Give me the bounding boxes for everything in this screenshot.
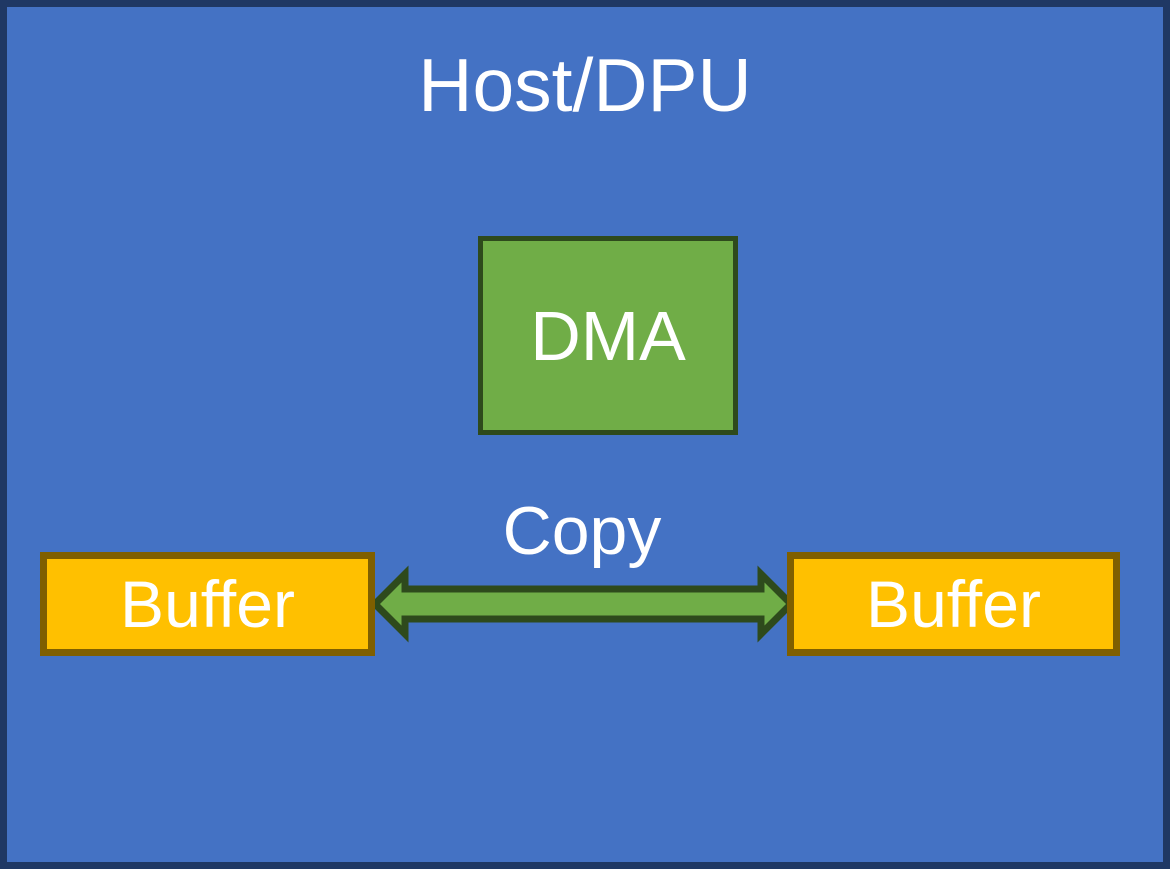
arrow-shape <box>373 565 793 643</box>
copy-arrow-label: Copy <box>502 493 662 569</box>
buffer-block-left[interactable]: Buffer <box>40 552 375 656</box>
buffer-block-right[interactable]: Buffer <box>787 552 1120 656</box>
host-dpu-title: Host/DPU <box>418 43 752 127</box>
dma-block-label: DMA <box>530 296 686 375</box>
dma-block[interactable]: DMA <box>478 236 738 435</box>
buffer-left-label: Buffer <box>120 567 295 641</box>
copy-bidirectional-arrow-icon <box>373 565 793 643</box>
buffer-right-label: Buffer <box>866 567 1041 641</box>
